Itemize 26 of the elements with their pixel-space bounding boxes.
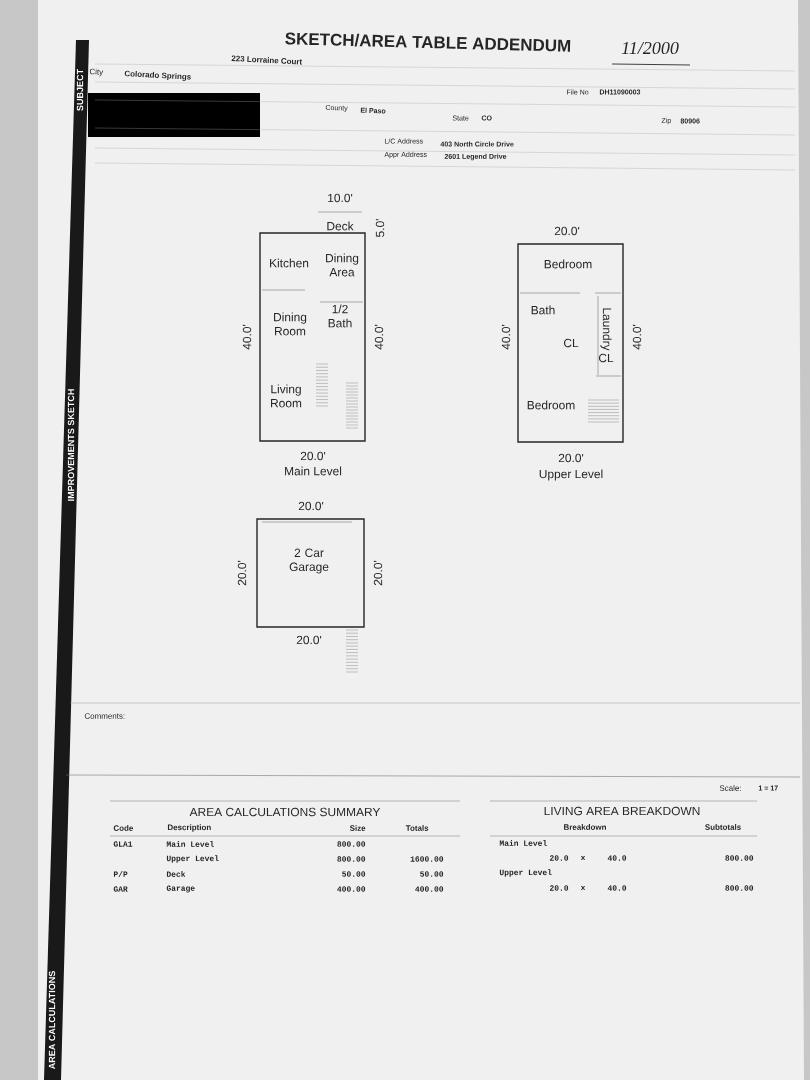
room-label: CL [599,353,614,363]
dimension-label: 20.0' [237,560,247,586]
room-label: Bath [531,305,555,315]
dimension-label: 20.0' [558,453,584,463]
room-label: Laundry [600,308,612,351]
room-label: 1/2 Bath [328,304,352,328]
room-label: Dining Area [326,253,359,277]
room-label: Deck [327,221,354,231]
dimension-label: 10.0' [328,193,353,203]
level-caption: Upper Level [539,469,603,481]
band-label: AREA CALCULATIONS [48,971,56,1070]
room-label: CL [564,338,579,348]
band-label: SUBJECT [76,69,84,111]
room-label: Kitchen [270,258,309,268]
table-heading: AREA CALCULATIONS SUMMARY [189,807,381,817]
band-label: IMPROVEMENTS SKETCH [67,389,75,501]
room-label: Living Room [271,384,302,408]
handwritten-date: 11/2000 [621,41,679,55]
room-label: 2 Car Garage [289,548,329,574]
table-heading: LIVING AREA BREAKDOWN [544,806,700,816]
room-label: Dining Room [274,312,307,336]
room-label: Bedroom [527,400,575,410]
document-title: SKETCH/AREA TABLE ADDENDUM [285,32,571,52]
dimension-label: 5.0' [375,219,385,237]
room-label: Bedroom [544,259,592,269]
level-caption: Main Level [285,466,342,476]
